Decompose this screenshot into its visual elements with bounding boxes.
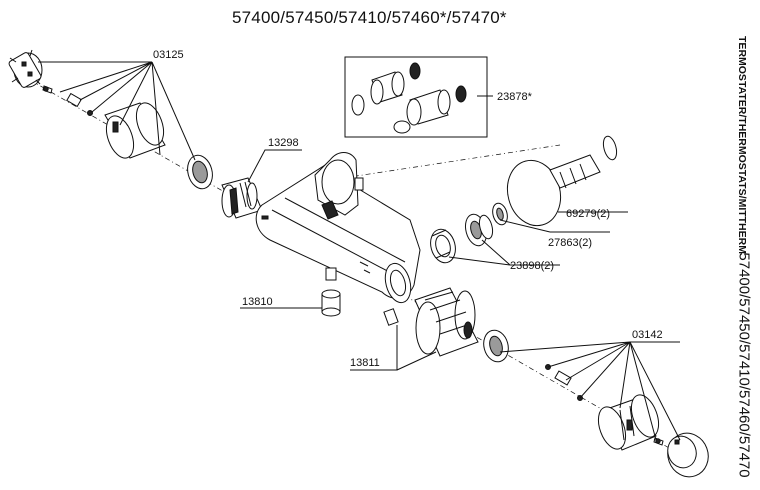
left-sleeve xyxy=(104,102,166,159)
inset-fitting-2 xyxy=(406,89,451,126)
right-screw xyxy=(653,437,664,446)
leader-13298 xyxy=(247,149,302,183)
label-69279: 69279(2) xyxy=(566,208,610,220)
leader-27863-23898 xyxy=(448,219,610,266)
wall-bracket xyxy=(506,135,618,227)
label-23898: 23898(2) xyxy=(510,260,554,272)
inset-seal-2 xyxy=(455,85,467,103)
label-27863: 27863(2) xyxy=(548,237,592,249)
leader-13811 xyxy=(350,325,437,371)
left-handle-cap xyxy=(8,49,43,88)
right-handle-assembly xyxy=(483,329,709,478)
models-sidebar: 57400/57450/57410/57460/57470 xyxy=(724,0,760,490)
inset-ring-1 xyxy=(351,94,365,116)
inset-ring-2 xyxy=(393,120,411,134)
label-13810: 13810 xyxy=(242,296,273,308)
label-03125: 03125 xyxy=(153,49,184,61)
inset-box xyxy=(344,56,493,138)
exploded-view-diagram: .ln { stroke:#111; stroke-width:1; fill:… xyxy=(8,49,709,478)
right-cartridge xyxy=(414,287,479,357)
left-screw xyxy=(42,85,53,94)
washer xyxy=(492,202,508,226)
right-pin xyxy=(554,370,572,386)
leader-03125 xyxy=(38,61,196,161)
right-ring xyxy=(483,329,509,363)
left-pin xyxy=(66,92,82,108)
leader-03142 xyxy=(499,341,681,441)
small-valve xyxy=(383,308,399,326)
label-13298: 13298 xyxy=(268,137,299,149)
label-03142: 03142 xyxy=(632,329,663,341)
models-text: 57400/57450/57410/57460/57470 xyxy=(735,252,753,478)
inset-seal-1 xyxy=(409,62,421,80)
right-handle-knob xyxy=(667,432,709,478)
inset-fitting-1 xyxy=(370,71,405,105)
connector-piece xyxy=(464,213,494,247)
label-23878: 23878* xyxy=(497,91,533,103)
inlet-plug xyxy=(321,289,341,317)
left-ring xyxy=(187,154,213,190)
right-sleeve xyxy=(597,394,660,451)
diagram-title: 57400/57450/57410/57460*/57470* xyxy=(232,8,507,27)
label-13811: 13811 xyxy=(350,357,380,369)
union-nut xyxy=(430,228,456,264)
left-cartridge xyxy=(221,177,263,219)
left-handle-assembly xyxy=(8,49,213,190)
thermostat-body xyxy=(255,152,421,304)
left-dot xyxy=(87,110,93,116)
